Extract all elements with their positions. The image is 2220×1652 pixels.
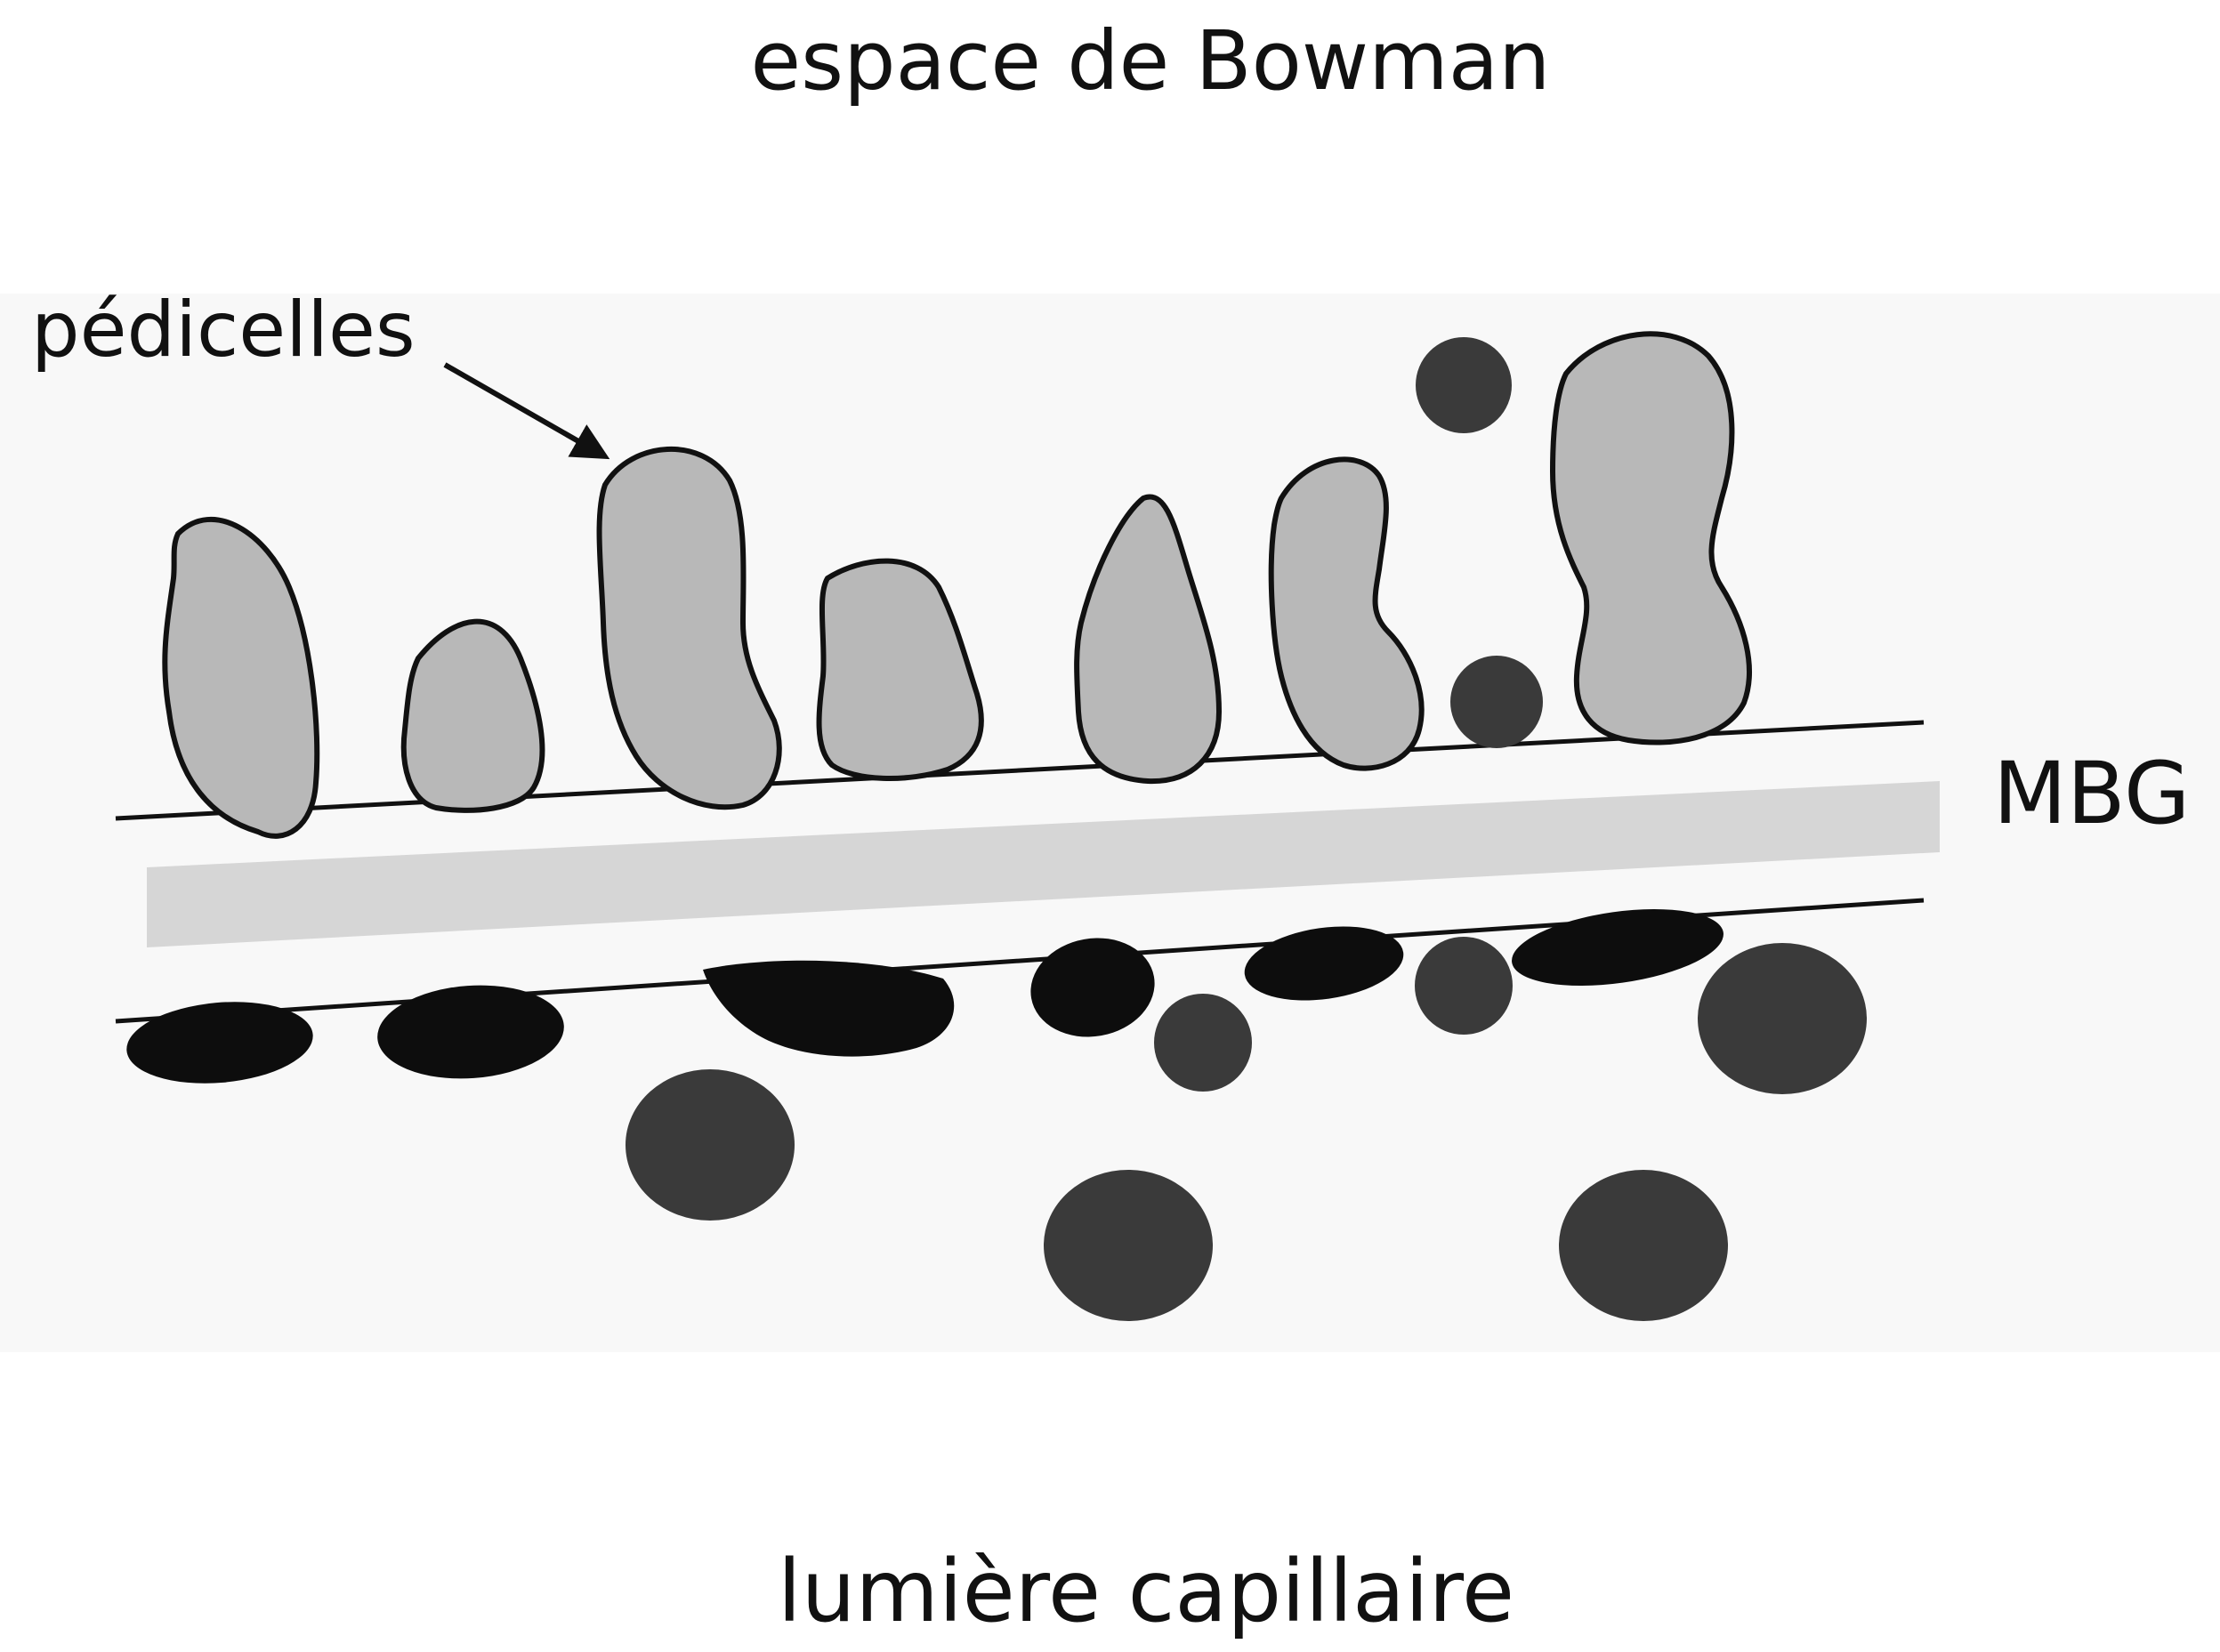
particle bbox=[1450, 656, 1543, 748]
particle bbox=[1416, 337, 1512, 433]
particle bbox=[1154, 994, 1252, 1092]
particle bbox=[1415, 937, 1513, 1035]
particle bbox=[626, 1069, 795, 1221]
bowman-space-label: espace de Bowman bbox=[751, 13, 1551, 109]
particle bbox=[1698, 943, 1867, 1094]
pedicels-label: pédicelles bbox=[31, 286, 416, 375]
gbm-label: MBG bbox=[1993, 744, 2190, 843]
particle bbox=[1044, 1170, 1213, 1321]
particle bbox=[1559, 1170, 1728, 1321]
capillary-lumen-label: lumière capillaire bbox=[778, 1542, 1514, 1641]
